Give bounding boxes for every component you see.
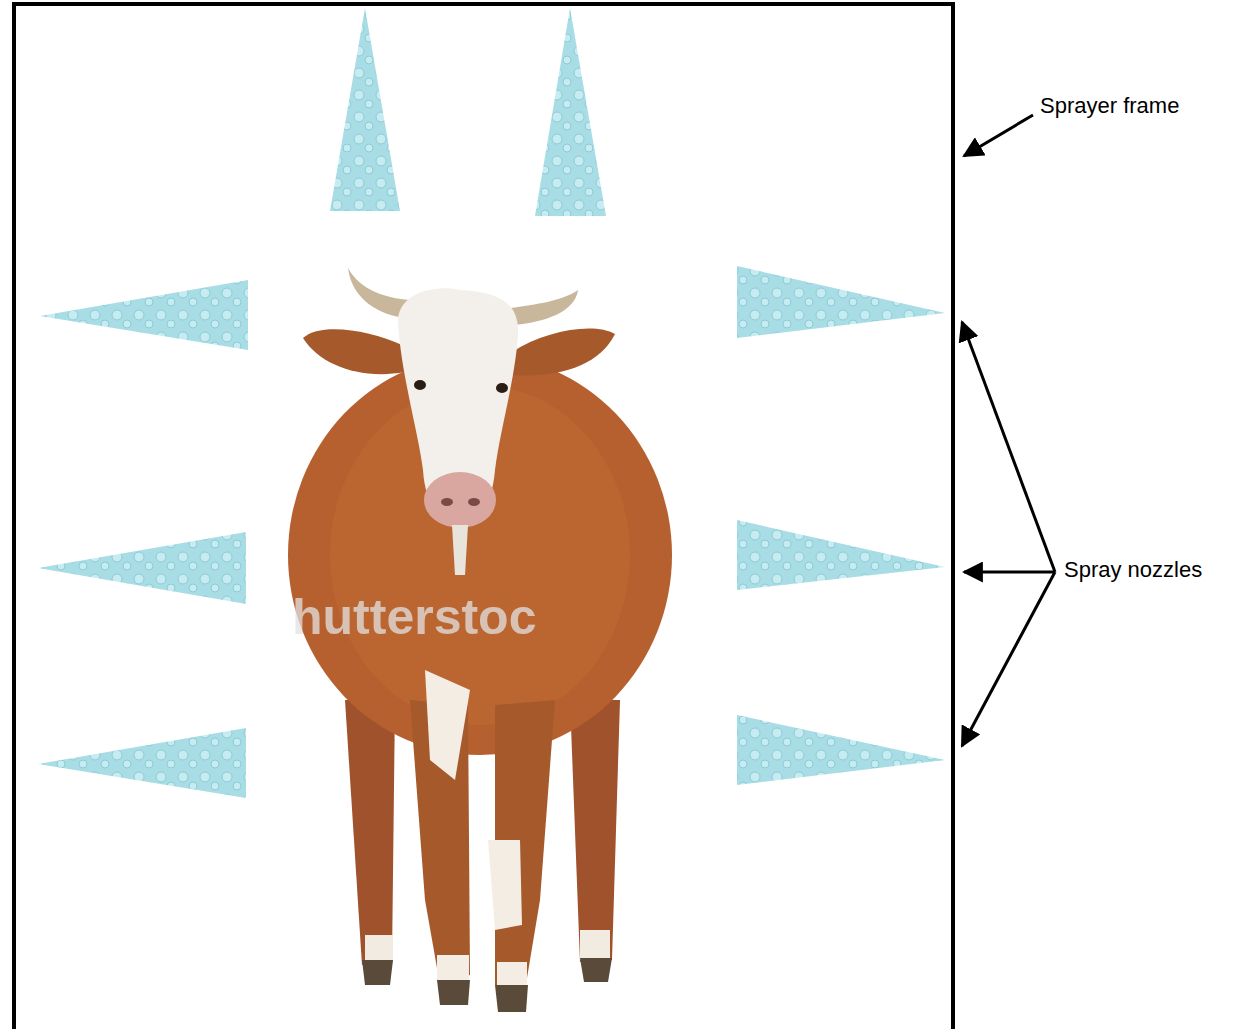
part-label: Sprayer frame	[1040, 93, 1179, 119]
cow	[288, 268, 672, 1012]
leader-arrows	[962, 115, 1055, 746]
sprayer-frame	[14, 4, 953, 1029]
watermark: hutterstoc	[292, 592, 536, 642]
part-label: Spray nozzles	[1064, 557, 1202, 583]
spray-nozzles	[38, 8, 945, 798]
